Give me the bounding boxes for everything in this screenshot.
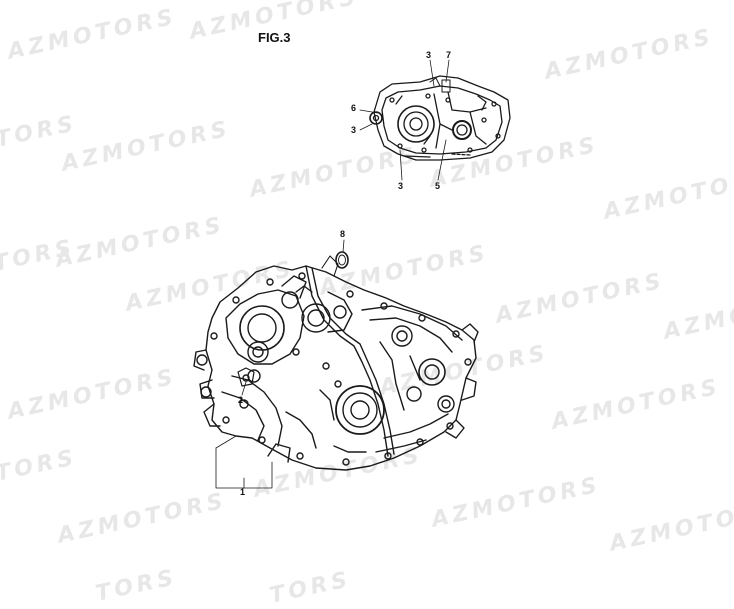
- callout-3-bottom: 3: [398, 181, 404, 191]
- callout-8: 8: [340, 229, 346, 239]
- callout-7: 7: [446, 50, 452, 60]
- callout-3-left: 3: [351, 125, 357, 135]
- callout-3-top: 3: [426, 50, 432, 60]
- large-crankcase-assembly: [193, 255, 479, 471]
- large-callout-leaders: [215, 239, 345, 489]
- callout-5: 5: [435, 181, 441, 191]
- figure-title: FIG.3: [258, 30, 291, 45]
- callout-2: 2: [238, 395, 244, 405]
- small-crankcase-half: [369, 75, 511, 161]
- callout-1: 1: [240, 487, 246, 497]
- callout-6: 6: [351, 103, 357, 113]
- o-ring-part: [335, 251, 349, 269]
- small-callout-leaders: [359, 59, 450, 181]
